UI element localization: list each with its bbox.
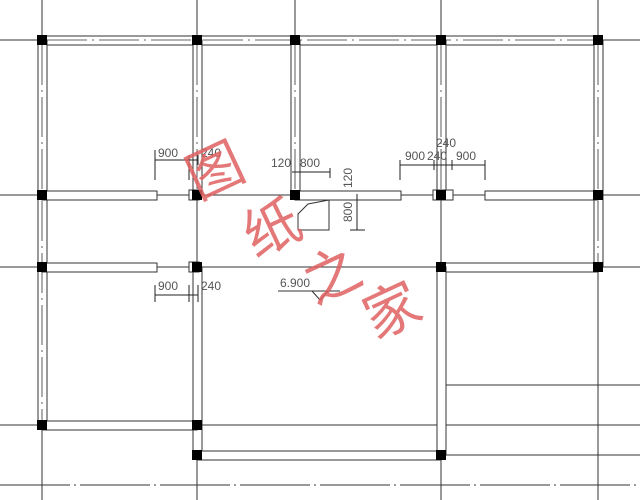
wall-centerlines — [41, 39, 599, 420]
dim-top-right-wall-1: 240 — [436, 136, 456, 150]
dim-top-right-left-opening: 900 — [405, 149, 425, 163]
elevation-triangle-icon — [311, 290, 329, 301]
dim-center-offset: 120 — [271, 156, 291, 170]
dim-mid-left-opening: 900 — [158, 279, 178, 293]
dimension-labels: 900 240 120 800 120 800 900 240 240 900 … — [158, 136, 476, 293]
dim-top-left-wall: 240 — [201, 146, 221, 160]
elevation-marker: 6.900 — [278, 276, 340, 301]
dim-center-vertical-offset: 120 — [341, 168, 355, 188]
dim-top-left-opening: 900 — [158, 146, 178, 160]
dim-top-right-right-opening: 900 — [456, 149, 476, 163]
structural-columns — [37, 35, 603, 460]
elevation-label: 6.900 — [280, 276, 310, 290]
dim-mid-left-wall: 240 — [201, 279, 221, 293]
shaft-opening — [297, 199, 330, 231]
dim-center-vertical-height: 800 — [341, 202, 355, 222]
dim-center-width: 800 — [300, 156, 320, 170]
dimension-lines — [154, 150, 486, 302]
watermark-char-1: 图 — [176, 130, 254, 213]
dim-top-right-wall-2: 240 — [427, 149, 447, 163]
